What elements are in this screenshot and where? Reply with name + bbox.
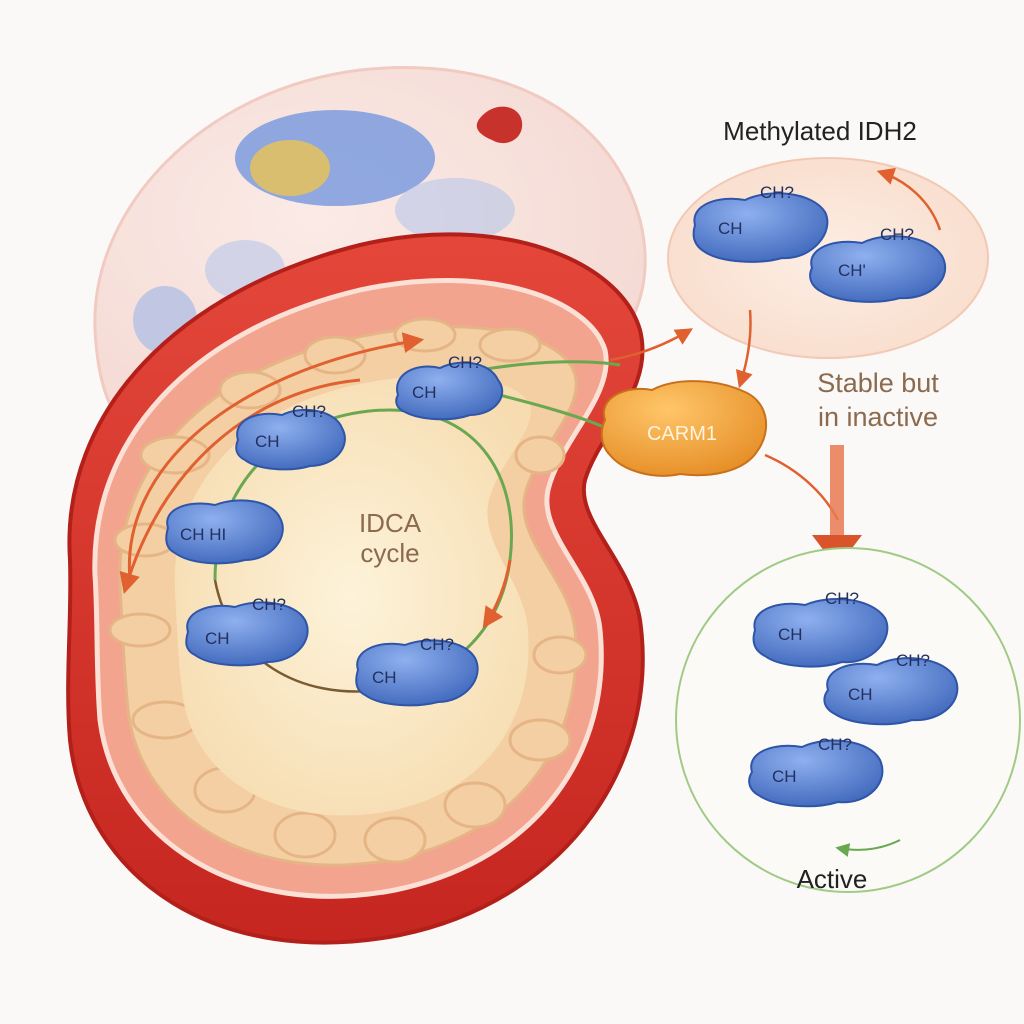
protein-label-left: CH [412,383,437,402]
cycle-label-line2: cycle [360,538,419,568]
protein-label-left: CH [718,219,743,238]
idh2-protein: CH HI [165,499,284,565]
idh2-protein: CH? CH [692,183,829,263]
protein-label-left: CH [205,629,230,648]
protein-label-top: CH? [760,183,794,202]
stable-label-line2: in inactive [818,402,938,432]
protein-label-top: CH? [825,589,859,608]
outer-orange-arc [127,332,425,581]
protein-label-top: CH? [880,225,914,244]
protein-label-left: CH [848,685,873,704]
idh2-protein: CH? CH [235,402,346,471]
protein-label-top: CH? [818,735,852,754]
methylated-title: Methylated IDH2 [723,116,917,146]
protein-label-top: CH? [420,635,454,654]
active-label: Active [797,864,868,894]
protein-label-left: CH [772,767,797,786]
red-granule [476,106,523,144]
idh2-protein: CH? CH [355,635,479,707]
protein-label-left: CH HI [180,525,226,544]
idh2-protein: CH? CH [752,589,889,668]
idh2-protein: CH? CH [395,353,504,421]
protein-label-left: CH' [838,261,866,280]
idh2-protein: CH? CH [185,595,309,667]
carm1-label: CARM1 [647,423,717,445]
cristae-folds [108,317,588,864]
carm1-enzyme: CARM1 [600,380,767,477]
stable-label-line1: Stable but [817,368,939,398]
protein-label-left: CH [372,668,397,687]
protein-label-top: CH? [252,595,286,614]
protein-label-top: CH? [448,353,482,372]
idh2-protein: CH? CH [748,735,884,808]
idh2-protein: CH? CH' [809,225,947,303]
protein-label-top: CH? [896,651,930,670]
mitochondrion [66,232,645,945]
protein-label-left: CH [255,432,280,451]
protein-label-left: CH [778,625,803,644]
idh2-protein: CH? CH [823,651,959,726]
flow-arrows [609,167,942,521]
cycle-paths [119,332,621,693]
protein-label-top: CH? [292,402,326,421]
active-pool: CH? CH CH? CH CH? CH Active [675,547,1021,894]
methylated-pool: Methylated IDH2 CH? CH CH? CH' [667,116,989,359]
cycle-label-line1: IDCA [359,508,422,538]
